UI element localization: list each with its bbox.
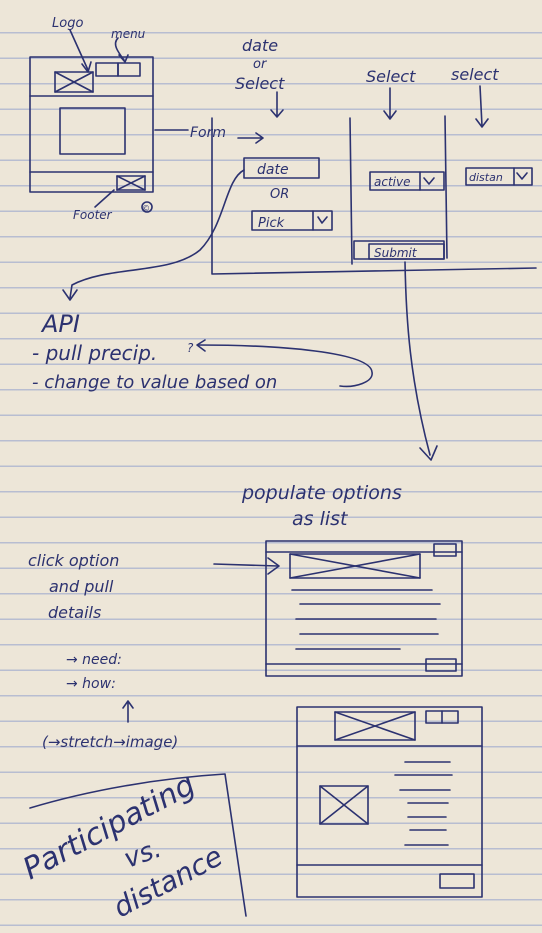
form-label: Form <box>190 125 226 141</box>
svg-text:Pick: Pick <box>258 216 285 231</box>
logo-arrow-icon <box>69 29 89 71</box>
svg-text:active: active <box>374 175 410 189</box>
distance-select[interactable]: distan <box>465 167 533 186</box>
form-outline <box>211 117 537 275</box>
dropdown-chevron-icon <box>317 216 328 224</box>
details-note-2: and pull <box>49 577 114 596</box>
select-2-arrow-icon <box>475 85 489 128</box>
boxed-note-frame <box>29 773 247 917</box>
list-heading-1: populate options <box>241 482 402 504</box>
svg-text:Submit: Submit <box>374 246 418 260</box>
stretch-note: (→stretch→image) <box>42 733 178 751</box>
list-image-placeholder-icon <box>289 553 421 579</box>
api-note-1: - pull precip. <box>32 341 157 365</box>
logo-label: Logo <box>52 16 83 31</box>
up-arrow-icon <box>122 700 134 723</box>
select-1-arrow-icon <box>383 87 397 120</box>
date-input[interactable]: date <box>243 157 320 179</box>
copyright-mark: © <box>142 204 150 213</box>
submit-button[interactable]: Submit <box>353 240 445 260</box>
option-arrow-icon <box>213 563 279 567</box>
form-arrow-icon <box>237 132 264 144</box>
dropdown-chevron-icon <box>516 172 528 180</box>
need-note: → need: <box>66 652 122 668</box>
api-note-2: - change to value based on <box>32 372 277 393</box>
dropdown-chevron-icon <box>423 177 435 185</box>
api-loop-arrow-icon <box>197 344 373 388</box>
date-to-api-arrow-icon <box>69 169 245 299</box>
submit-to-list-arrow-icon <box>404 261 431 456</box>
api-title: API <box>40 310 80 338</box>
select-label-2: select <box>451 65 499 84</box>
menu-label: menu <box>111 27 146 41</box>
how-note: → how: <box>66 676 116 692</box>
page-wireframe <box>29 29 154 213</box>
pick-select[interactable]: Pick <box>251 210 333 231</box>
select-label-main: Select <box>235 74 285 93</box>
details-header-image-icon <box>334 711 416 741</box>
logo-image-placeholder-icon <box>54 71 94 93</box>
or-divider: OR <box>270 187 289 202</box>
or-label: or <box>253 57 268 72</box>
details-body-image-icon <box>319 785 369 825</box>
details-note-3: details <box>48 603 101 622</box>
menu-box <box>95 62 119 77</box>
copyright-icon <box>141 201 153 213</box>
svg-text:distan: distan <box>469 171 503 184</box>
footer-image-placeholder-icon <box>116 175 146 191</box>
svg-text:date: date <box>257 162 289 178</box>
api-note-1-mark: ? <box>187 341 194 355</box>
list-heading-2: as list <box>292 508 349 530</box>
list-wireframe <box>265 540 463 677</box>
date-arrow-icon <box>270 91 284 118</box>
date-label: date <box>242 36 278 55</box>
active-select[interactable]: active <box>369 171 445 191</box>
select-label-1: Select <box>366 67 416 86</box>
footer-label: Footer <box>73 208 113 222</box>
details-wireframe <box>296 706 483 898</box>
details-note-1: click option <box>28 551 119 570</box>
